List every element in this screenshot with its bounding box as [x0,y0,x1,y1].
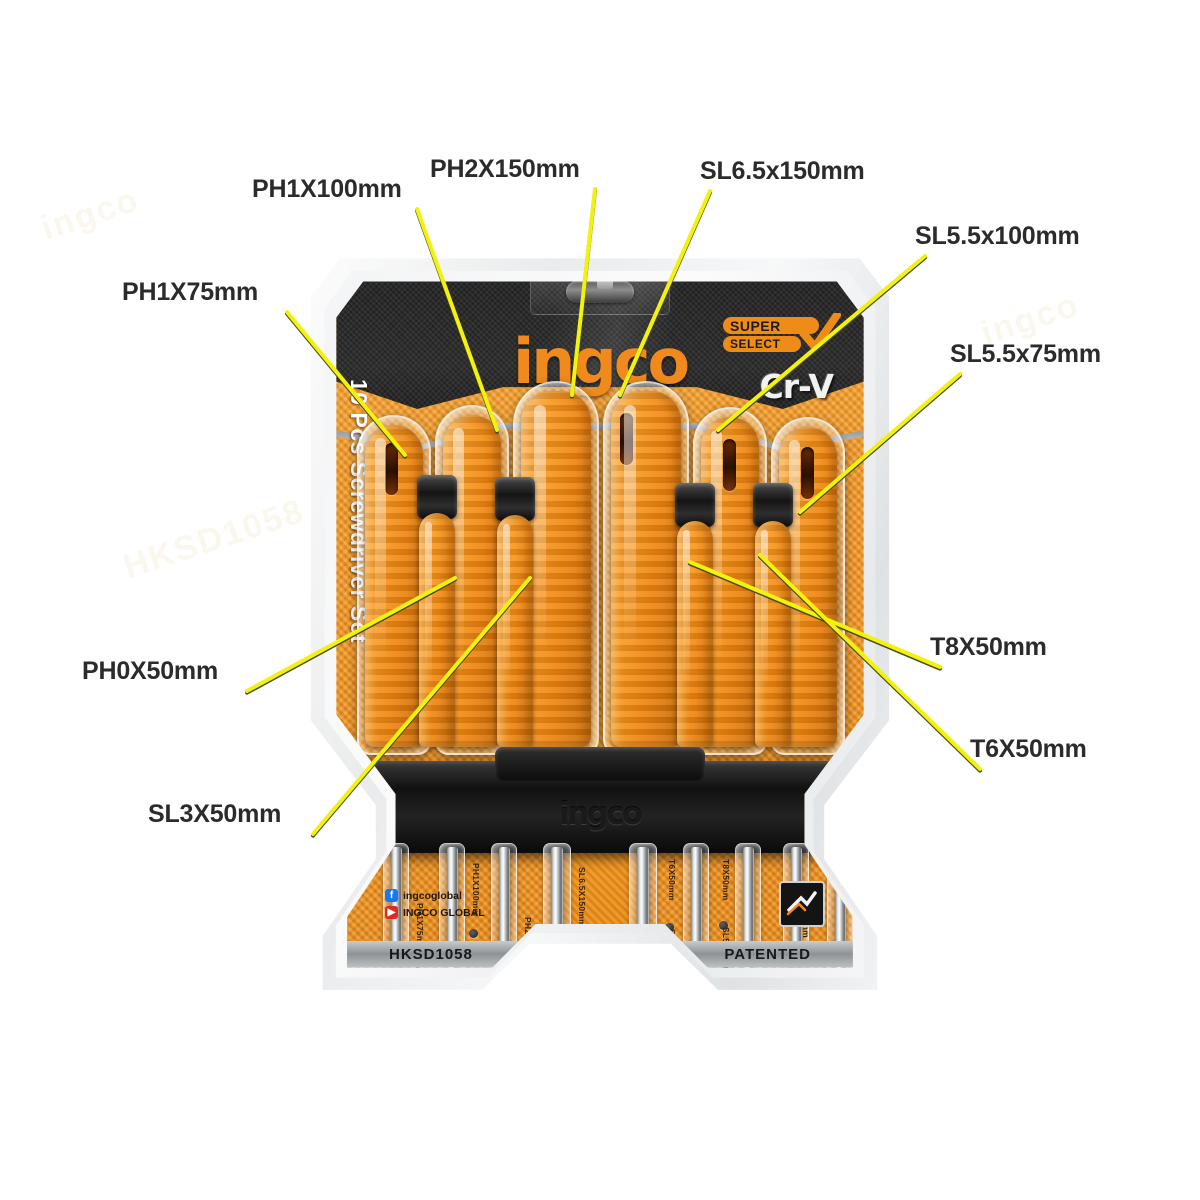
label-dot [665,923,674,932]
leader-line-sl55x75 [798,372,962,516]
screwdriver-set-package: ingco SUPER SELECT Cr-V 10 Pcs Screwdriv… [305,243,895,1013]
screwdriver-shaft [691,847,702,968]
youtube-handle: INGCO GLOBAL [403,906,485,919]
leader-line-t6x50 [758,553,982,773]
social-row: ▶ INGCO GLOBAL [385,906,485,919]
callout-label-sl55x75: SL5.5x75mm [950,340,1101,368]
card-size-label: T8X50mm [721,859,731,901]
screwdriver-shaft [447,847,458,968]
screwdriver-handle-short [419,513,455,747]
handle-collar [417,475,457,519]
tray-logo: ingco [559,797,643,832]
label-dot [469,929,478,938]
select-label: SELECT [730,337,781,351]
model-code: HKSD1058 [389,945,473,963]
screwdriver-shaft [835,847,846,968]
callout-label-ph0x50: PH0X50mm [82,657,218,685]
screwdriver-handle [611,391,681,747]
label-dot [413,967,422,968]
card-size-label: PH1X75mm [415,903,425,952]
youtube-icon: ▶ [385,906,398,919]
patented-text: PATENTED [724,945,811,963]
leader-line-sl3x50 [311,576,532,838]
super-label: SUPER [730,318,781,334]
label-dot [719,921,728,930]
leader-line-ph1x100 [415,207,499,434]
card-size-label: PH1X100mm [471,863,481,917]
screwdriver-shaft [391,847,402,959]
printed-backing-card: ingco SUPER SELECT Cr-V 10 Pcs Screwdriv… [336,281,864,968]
leader-line-sl65x150 [618,189,712,399]
handle-collar [753,483,793,527]
handle-collar [675,483,715,527]
callout-label-sl3x50: SL3X50mm [148,800,282,828]
callout-label-t8x50: T8X50mm [930,633,1047,661]
leader-line-ph0x50 [245,576,457,695]
callout-label-sl55x100: SL5.5x100mm [915,222,1080,250]
leader-line-ph2x150 [570,187,597,399]
tool-protection-icon [779,881,825,927]
callout-label-sl65x150: SL6.5x150mm [700,157,865,185]
screwdriver-shaft [743,847,754,968]
screwdriver-handle-short [677,521,713,747]
tool-row [336,363,863,793]
leader-line-sl55x100 [716,254,927,434]
social-row: f ingcoglobal [385,889,485,902]
card-size-label: SL6.5X150mm [577,867,587,927]
facebook-icon: f [385,889,398,902]
tool-holder-tray: ingco [353,761,847,853]
callout-label-ph1x75: PH1X75mm [122,278,258,306]
callout-label-ph1x100: PH1X100mm [252,175,402,203]
screwdriver-handle [365,425,423,747]
screwdriver-shaft [499,847,510,968]
leader-line-ph1x75 [285,310,407,459]
handle-collar [495,477,535,521]
facebook-handle: ingcoglobal [403,889,462,902]
callout-label-t6x50: T6X50mm [970,735,1087,763]
card-size-label: T6X50mm [667,859,677,901]
callout-label-ph2x150: PH2X150mm [430,155,580,183]
leader-line-t8x50 [688,560,942,671]
social-links: f ingcoglobal ▶ INGCO GLOBAL [385,889,485,923]
